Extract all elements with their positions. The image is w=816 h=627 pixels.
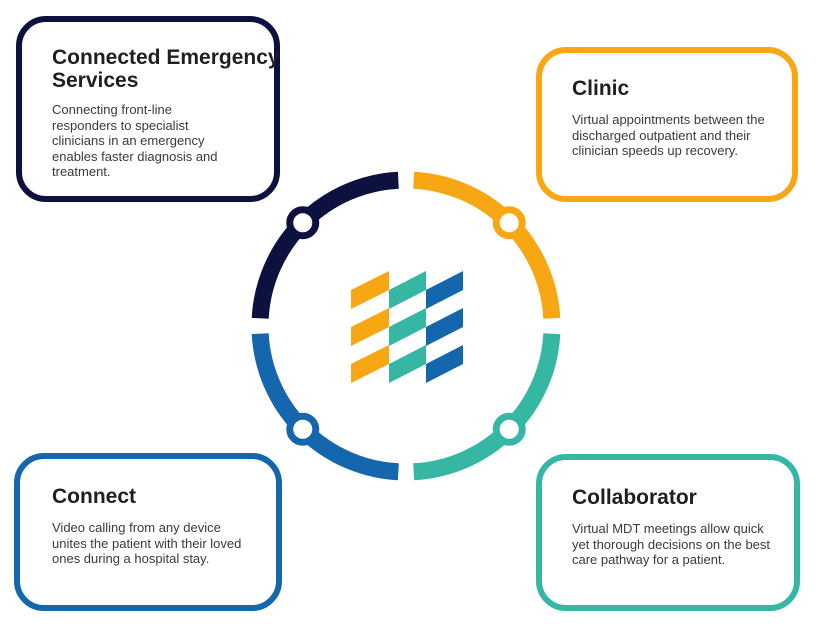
ring-segment-collab [413, 333, 561, 481]
card-connect: Connect Video calling from any device un… [14, 453, 282, 611]
card-title: Connect [52, 485, 136, 508]
card-connected-emergency-services: Connected Emergency Services Connecting … [16, 16, 280, 202]
ring-segment-emergency [251, 171, 399, 319]
logo-stripe [389, 345, 426, 383]
card-body: Virtual appointments between the dischar… [572, 112, 765, 158]
ring-node-icon [492, 206, 526, 240]
ring-nodes [286, 206, 526, 446]
logo-stripe [426, 308, 463, 346]
card-clinic: Clinic Virtual appointments between the … [536, 47, 798, 202]
logo-stripe [426, 345, 463, 383]
ring-node-icon [286, 412, 320, 446]
logo-stripe [351, 271, 389, 309]
card-body: Video calling from any device unites the… [52, 520, 242, 566]
card-title: Connected Emergency Services [52, 46, 280, 92]
card-title: Clinic [572, 77, 630, 100]
logo-stripe [351, 308, 389, 346]
striped-flag-logo-icon [351, 271, 463, 383]
logo-stripe [351, 345, 389, 383]
logo-stripe [389, 271, 426, 309]
ring-node-icon [286, 206, 320, 240]
card-title: Collaborator [572, 486, 697, 509]
card-body: Virtual MDT meetings allow quick yet tho… [572, 521, 771, 567]
logo-stripe [389, 308, 426, 346]
card-collaborator: Collaborator Virtual MDT meetings allow … [536, 454, 800, 611]
ring-node-icon [492, 412, 526, 446]
card-body: Connecting front-line responders to spec… [52, 102, 218, 179]
logo-stripe [426, 271, 463, 309]
